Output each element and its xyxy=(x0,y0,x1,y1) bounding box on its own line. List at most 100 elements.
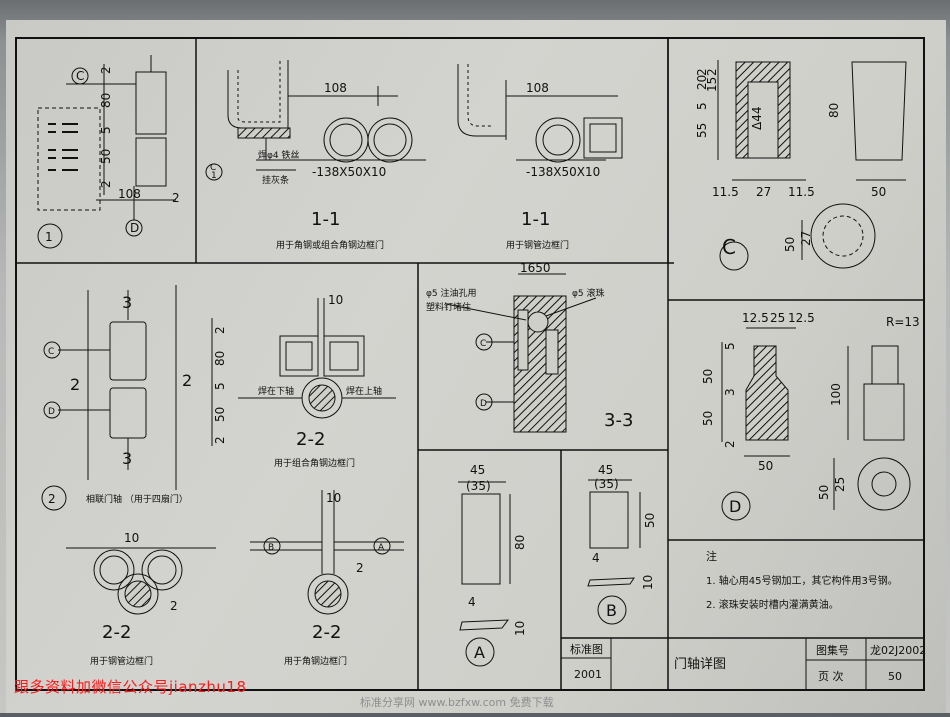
s11l-mark: C xyxy=(210,163,216,173)
panel2-axis-d: D xyxy=(48,407,55,417)
section-2-2-tube-frame xyxy=(66,547,216,615)
pd-w: 50 xyxy=(758,459,773,473)
s11r-plate: -138X50X10 xyxy=(526,165,600,179)
s22br-dim: 10 xyxy=(326,491,341,505)
s22t-d2: 80 xyxy=(213,351,227,366)
notes-line1: 1. 轴心用45号钢加工，其它构件用3号钢。 xyxy=(706,574,898,587)
s22t-dim-top: 10 xyxy=(328,293,343,307)
s11l-note2: 挂灰条 xyxy=(262,174,289,186)
pd-top3: 12.5 xyxy=(788,311,815,325)
panelc-dim-3: 2 xyxy=(705,68,719,76)
section-2-2-combined-angle xyxy=(211,298,396,446)
panel2-mark-4: 2 xyxy=(182,371,192,390)
panelc-low1: 50 xyxy=(783,237,797,252)
s11l-title: 1-1 xyxy=(311,209,340,230)
panelc-w-2: 50 xyxy=(871,185,886,199)
panel-a-detail xyxy=(458,481,511,667)
pd-l3: 3 xyxy=(723,388,737,396)
notes-head: 注 xyxy=(706,549,717,563)
pd-l4: 50 xyxy=(701,411,715,426)
panel2-mark-1: 3 xyxy=(122,293,132,312)
s22t-caption: 用于组合角钢边框门 xyxy=(274,457,355,469)
panelc-w2: 27 xyxy=(756,185,771,199)
s11r-dim-top: 108 xyxy=(526,81,549,95)
panelc-dim-1: 2 xyxy=(695,68,709,76)
s11l-dim-top: 108 xyxy=(324,81,347,95)
pd-top1: 12.5 xyxy=(742,311,769,325)
drawing-canvas: C D 1 2 80 5 50 2 108 2 108 -138X50X10 焊… xyxy=(15,37,926,691)
panel1-dim-2: 80 xyxy=(99,93,113,108)
pd-l5: 2 xyxy=(723,440,737,448)
tb-std-label: 标准图 xyxy=(570,642,603,656)
s33-axis-d: D xyxy=(480,399,487,409)
pd-low2: 25 xyxy=(833,477,847,492)
pb-h: 50 xyxy=(643,513,657,528)
watermark-text: 跟多资料加微信公众号jianzhu18 xyxy=(14,678,247,696)
tb-title: 门轴详图 xyxy=(674,657,726,672)
s33-note1: φ5 注油孔用 xyxy=(426,287,477,299)
panelc-w3: 11.5 xyxy=(788,185,815,199)
s22bl-dim: 10 xyxy=(124,531,139,545)
pa-h: 80 xyxy=(513,535,527,550)
panelc-dim-2: 20 xyxy=(695,75,709,90)
s11r-title: 1-1 xyxy=(521,209,550,230)
pd-l1: 5 xyxy=(723,342,737,350)
panel-d-detail xyxy=(721,327,911,521)
panel1-axis-c: C xyxy=(76,69,84,83)
panel1-dim-1: 2 xyxy=(99,66,113,74)
panelc-h: 80 xyxy=(827,103,841,118)
s22t-d3: 5 xyxy=(213,382,227,390)
panelc-dim-6: 55 xyxy=(695,123,709,138)
section-2-2-angle-frame xyxy=(250,490,404,615)
pa-w2: (35) xyxy=(466,479,491,493)
sheet-border xyxy=(15,37,925,691)
s11l-caption: 用于角钢或组合角钢边框门 xyxy=(276,239,384,251)
pd-top2: 25 xyxy=(770,311,785,325)
panel1-dim-4: 50 xyxy=(99,149,113,164)
notes-line2: 2. 滚珠安装时槽内灌满黄油。 xyxy=(706,598,839,611)
panel2-axis-c: C xyxy=(48,347,54,357)
panel2-number: 2 xyxy=(48,492,56,506)
panel-c-label: C xyxy=(722,235,736,259)
s33-dim-top: 1650 xyxy=(520,261,551,275)
panel-b-detail xyxy=(587,479,641,625)
s33-title: 3-3 xyxy=(604,410,633,431)
panel1-axis-d: D xyxy=(130,221,139,235)
panel-d-label: D xyxy=(729,497,741,516)
s22br-mark-a: A xyxy=(378,543,385,553)
s11l-plate: -138X50X10 xyxy=(312,165,386,179)
panelc-dim-4: 15 xyxy=(705,77,719,92)
panel2-mark-2: 3 xyxy=(122,449,132,468)
section-1-1-tube-frame xyxy=(457,64,623,163)
s22t-note-left: 焊在下轴 xyxy=(258,385,294,397)
s22bl-dim2: 2 xyxy=(170,599,178,613)
pd-radius: R=13 xyxy=(886,315,920,329)
panel-1-elevation xyxy=(37,55,176,249)
s22br-title: 2-2 xyxy=(312,622,341,643)
s22br-mark-b: B xyxy=(268,543,274,553)
s22t-d5: 2 xyxy=(213,436,227,444)
pd-h: 100 xyxy=(829,383,843,406)
pa-10: 10 xyxy=(513,621,527,636)
panel-c-detail xyxy=(717,60,907,271)
pb-w2: (35) xyxy=(594,477,619,491)
s22br-caption: 用于角钢边框门 xyxy=(284,655,347,667)
s22t-note-right: 焊在上轴 xyxy=(346,385,382,397)
s22br-dim2: 2 xyxy=(356,561,364,575)
pb-10: 10 xyxy=(641,575,655,590)
s22bl-title: 2-2 xyxy=(102,622,131,643)
pd-l2: 50 xyxy=(701,369,715,384)
section-3-3-detail xyxy=(445,273,597,433)
panel1-dim-5: 2 xyxy=(99,180,113,188)
pd-low1: 50 xyxy=(817,485,831,500)
s22t-d1: 2 xyxy=(213,326,227,334)
pb-w: 45 xyxy=(598,463,613,477)
panel2-mark-3: 2 xyxy=(70,375,80,394)
s33-note2: 塑料钉堵住 xyxy=(426,301,471,313)
s11l-note1: 焊φ4 铁丝 xyxy=(258,149,300,161)
panel1-dim-3: 5 xyxy=(99,126,113,134)
pb-4: 4 xyxy=(592,551,600,565)
s11l-mark-sub: 1 xyxy=(211,171,217,181)
s22t-d4: 50 xyxy=(213,407,227,422)
tb-page: 50 xyxy=(888,670,902,683)
